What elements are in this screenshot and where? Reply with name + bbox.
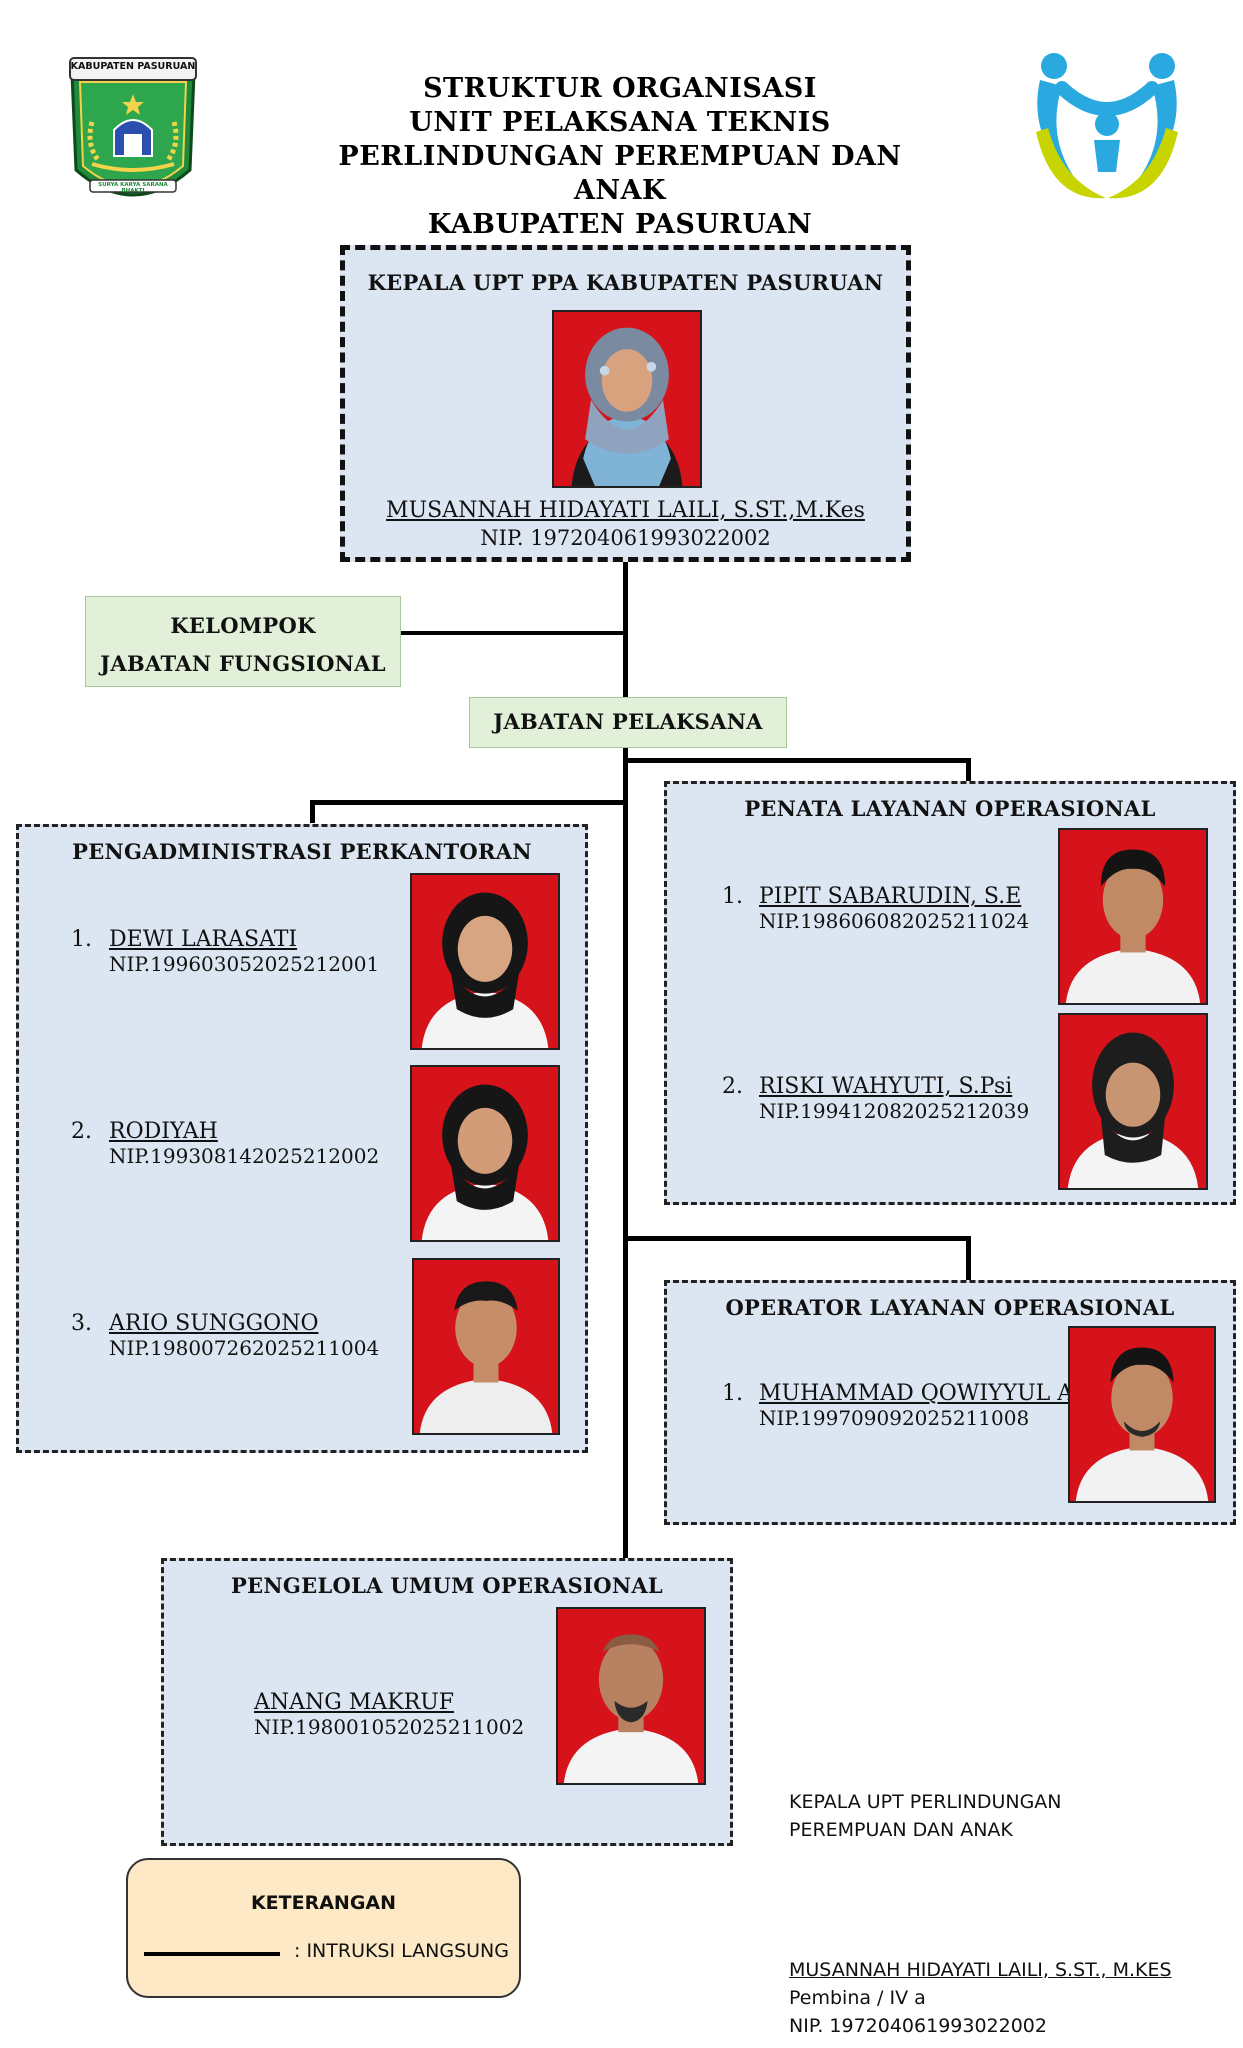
person-photo-icon — [419, 1281, 553, 1433]
penata-unit-title: PENATA LAYANAN OPERASIONAL — [744, 796, 1156, 821]
head-photo — [552, 310, 702, 488]
executive-position-label: JABATAN PELAKSANA — [493, 709, 763, 734]
person-photo-icon — [1075, 1347, 1209, 1501]
person-photo-icon — [1065, 849, 1201, 1003]
page-title: STRUKTUR ORGANISASI UNIT PELAKSANA TEKNI… — [300, 72, 940, 242]
penata-member-1-photo — [1058, 828, 1208, 1005]
head-box: KEPALA UPT PPA KABUPATEN PASURUAN MUSANN… — [340, 245, 911, 562]
legend-line-label: : INTRUKSI LANGSUNG — [294, 1940, 509, 1962]
left-logo: KABUPATEN PASURUAN SURYA KARYA SARANA BH… — [62, 52, 204, 217]
pengelola-member-1: ANANG MAKRUF NIP.198001052025211002 — [254, 1690, 524, 1739]
operator-member-1: MUHAMMAD QOWIYYUL A NIP.1997090920252110… — [759, 1381, 1073, 1430]
kabupaten-crest-icon — [69, 57, 197, 197]
member-nip: NIP.199412082025212039 — [759, 1099, 1030, 1123]
head-name: MUSANNAH HIDAYATI LAILI, S.ST.,M.Kes — [386, 498, 865, 523]
connector-right-branch-h — [625, 758, 970, 763]
family-protection-emblem-icon — [1036, 53, 1178, 199]
operator-unit-box: OPERATOR LAYANAN OPERASIONAL 1. MUHAMMAD… — [664, 1280, 1236, 1525]
right-logo — [1022, 52, 1192, 202]
functional-group-line-1: KELOMPOK — [170, 613, 316, 638]
person-hijab-photo-icon — [571, 327, 683, 486]
member-name: ANANG MAKRUF — [254, 1690, 455, 1715]
penata-member-2-number: 2. — [722, 1074, 743, 1099]
title-line-1: STRUKTUR ORGANISASI — [423, 73, 817, 104]
title-line-2: UNIT PELAKSANA TEKNIS — [409, 107, 831, 138]
admin-member-3-photo — [412, 1258, 560, 1435]
connector-left-branch-h — [310, 800, 626, 805]
admin-member-3-number: 3. — [71, 1311, 92, 1336]
member-nip: NIP.198001052025211002 — [254, 1715, 525, 1739]
head-box-title: KEPALA UPT PPA KABUPATEN PASURUAN — [367, 270, 884, 295]
member-nip: NIP.199308142025212002 — [109, 1144, 380, 1168]
member-nip: NIP.199603052025212001 — [109, 952, 380, 976]
pengelola-unit-box: PENGELOLA UMUM OPERASIONAL ANANG MAKRUF … — [161, 1558, 733, 1846]
connector-main-trunk — [623, 555, 628, 1558]
legend-line-sample — [144, 1952, 280, 1956]
admin-member-2-photo — [410, 1065, 560, 1242]
penata-member-1: PIPIT SABARUDIN, S.E NIP.198606082025211… — [759, 884, 1029, 933]
signature-role: KEPALA UPT PERLINDUNGAN PEREMPUAN DAN AN… — [789, 1788, 1062, 1844]
admin-member-1-number: 1. — [71, 927, 92, 952]
admin-unit-title: PENGADMINISTRASI PERKANTORAN — [72, 839, 532, 864]
member-name: RODIYAH — [109, 1119, 218, 1144]
signature-rank: Pembina / IV a — [789, 1987, 926, 2009]
admin-member-2: RODIYAH NIP.199308142025212002 — [109, 1119, 379, 1168]
admin-member-1: DEWI LARASATI NIP.199603052025212001 — [109, 927, 379, 976]
crest-motto-text: SURYA KARYA SARANA BHAKTI — [98, 182, 168, 194]
operator-unit-title: OPERATOR LAYANAN OPERASIONAL — [725, 1295, 1175, 1320]
connector-right-branch-v — [966, 758, 971, 782]
member-nip: NIP.198606082025211024 — [759, 909, 1030, 933]
admin-member-2-number: 2. — [71, 1119, 92, 1144]
operator-member-1-photo — [1068, 1326, 1216, 1503]
penata-member-2-photo — [1058, 1013, 1208, 1190]
member-nip: NIP.198007262025211004 — [109, 1336, 380, 1360]
penata-member-1-number: 1. — [722, 884, 743, 909]
connector-operator-v — [966, 1236, 971, 1280]
person-hijab-photo-icon — [421, 1084, 549, 1240]
member-name: ARIO SUNGGONO — [109, 1311, 319, 1336]
pengelola-member-1-photo — [556, 1607, 706, 1785]
executive-position-box: JABATAN PELAKSANA — [469, 697, 787, 748]
penata-member-2: RISKI WAHYUTI, S.Psi NIP.199412082025212… — [759, 1074, 1029, 1123]
title-line-4: KABUPATEN PASURUAN — [427, 209, 813, 240]
member-name: DEWI LARASATI — [109, 927, 298, 952]
admin-unit-box: PENGADMINISTRASI PERKANTORAN 1. DEWI LAR… — [16, 824, 588, 1453]
penata-unit-box: PENATA LAYANAN OPERASIONAL 1. PIPIT SABA… — [664, 781, 1236, 1205]
connector-left-branch-v — [310, 800, 315, 823]
functional-group-box: KELOMPOK JABATAN FUNGSIONAL — [85, 596, 401, 687]
legend-title: KETERANGAN — [250, 1892, 397, 1914]
connector-to-functional — [400, 631, 626, 635]
crest-banner-text: KABUPATEN PASURUAN — [70, 61, 196, 72]
signature-name: MUSANNAH HIDAYATI LAILI, S.ST., M.KES — [789, 1959, 1172, 1981]
title-line-3: PERLINDUNGAN PEREMPUAN DAN ANAK — [338, 141, 902, 206]
signature-role-line-1: KEPALA UPT PERLINDUNGAN — [789, 1791, 1062, 1813]
member-nip: NIP.199709092025211008 — [759, 1406, 1030, 1430]
signature-role-line-2: PEREMPUAN DAN ANAK — [789, 1819, 1013, 1841]
legend-box: KETERANGAN : INTRUKSI LANGSUNG — [126, 1858, 521, 1998]
admin-member-3: ARIO SUNGGONO NIP.198007262025211004 — [109, 1311, 379, 1360]
person-hijab-photo-icon — [421, 892, 549, 1048]
head-nip: NIP. 197204061993022002 — [480, 526, 771, 550]
signature-nip: NIP. 197204061993022002 — [789, 2015, 1047, 2037]
member-name: MUHAMMAD QOWIYYUL A — [759, 1381, 1074, 1406]
admin-member-1-photo — [410, 873, 560, 1050]
pengelola-unit-title: PENGELOLA UMUM OPERASIONAL — [231, 1573, 663, 1598]
member-name: RISKI WAHYUTI, S.Psi — [759, 1074, 1013, 1099]
person-hijab-photo-icon — [1067, 1032, 1199, 1188]
signature-block: MUSANNAH HIDAYATI LAILI, S.ST., M.KES Pe… — [789, 1956, 1172, 2040]
connector-operator-h — [625, 1236, 970, 1241]
operator-member-1-number: 1. — [722, 1381, 743, 1406]
functional-group-line-2: JABATAN FUNGSIONAL — [100, 651, 386, 676]
person-photo-icon — [563, 1634, 699, 1783]
member-name: PIPIT SABARUDIN, S.E — [759, 884, 1022, 909]
